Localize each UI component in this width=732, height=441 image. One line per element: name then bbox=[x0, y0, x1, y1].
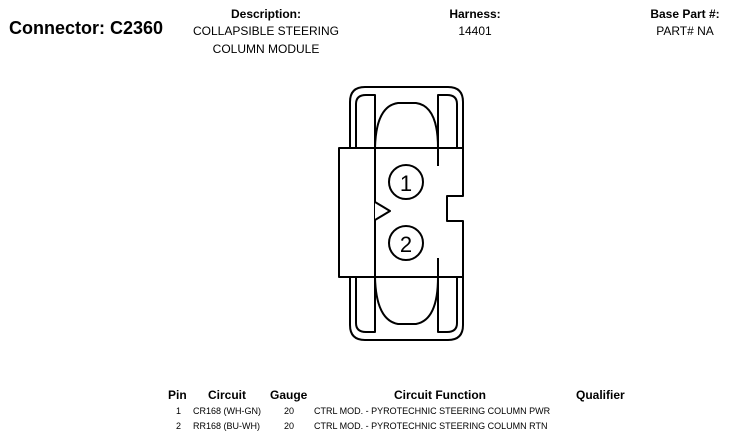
row-1-pin: 1 bbox=[176, 406, 182, 416]
bottom-rail-left bbox=[355, 277, 376, 333]
inner-bottom-curve bbox=[374, 276, 439, 325]
top-rail-right bbox=[437, 94, 458, 148]
housing-outline bbox=[349, 86, 464, 149]
connector-title: Connector: C2360 bbox=[9, 18, 163, 39]
connector-label: Connector: bbox=[9, 18, 105, 38]
base-part-value: PART# NA bbox=[656, 24, 714, 38]
base-part-block: Base Part #: PART# NA bbox=[620, 7, 732, 39]
row-1-gauge: 20 bbox=[284, 406, 295, 416]
row-1-function: CTRL MOD. - PYROTECHNIC STEERING COLUMN … bbox=[314, 406, 551, 416]
connector-face-diagram: 1 2 bbox=[338, 86, 464, 341]
description-block: Description: COLLAPSIBLE STEERING COLUMN… bbox=[166, 7, 366, 57]
connector-id: C2360 bbox=[110, 18, 164, 38]
pin-1-circle bbox=[388, 164, 424, 200]
base-part-label: Base Part #: bbox=[650, 7, 720, 21]
harness-label: Harness: bbox=[449, 7, 501, 21]
description-line-1: COLLAPSIBLE STEERING bbox=[192, 24, 340, 38]
pin-2-label: 2 bbox=[400, 232, 412, 257]
row-2-pin: 2 bbox=[176, 421, 182, 431]
row-2-function: CTRL MOD. - PYROTECHNIC STEERING COLUMN … bbox=[314, 421, 548, 431]
row-2-gauge: 20 bbox=[284, 421, 295, 431]
inner-top-curve bbox=[374, 102, 439, 149]
top-rail-left bbox=[355, 94, 376, 148]
col-header-qualifier: Qualifier bbox=[576, 388, 625, 402]
pin-1-label: 1 bbox=[400, 171, 412, 196]
col-header-function: Circuit Function bbox=[394, 388, 486, 402]
polarizing-key bbox=[374, 201, 391, 221]
row-1-circuit: CR168 (WH-GN) bbox=[193, 406, 262, 416]
description-label: Description: bbox=[230, 7, 301, 21]
connector-body bbox=[338, 147, 464, 278]
bottom-rail-right bbox=[437, 277, 458, 333]
description-line-2: COLUMN MODULE bbox=[212, 42, 320, 56]
col-header-circuit: Circuit bbox=[208, 388, 247, 402]
col-header-pin: Pin bbox=[168, 388, 187, 402]
row-2-circuit: RR168 (BU-WH) bbox=[193, 421, 261, 431]
housing-bottom-outline bbox=[349, 276, 464, 341]
harness-value: 14401 bbox=[458, 24, 492, 38]
harness-block: Harness: 14401 bbox=[420, 7, 530, 39]
col-header-gauge: Gauge bbox=[270, 388, 308, 402]
pin-2-circle bbox=[388, 225, 424, 261]
